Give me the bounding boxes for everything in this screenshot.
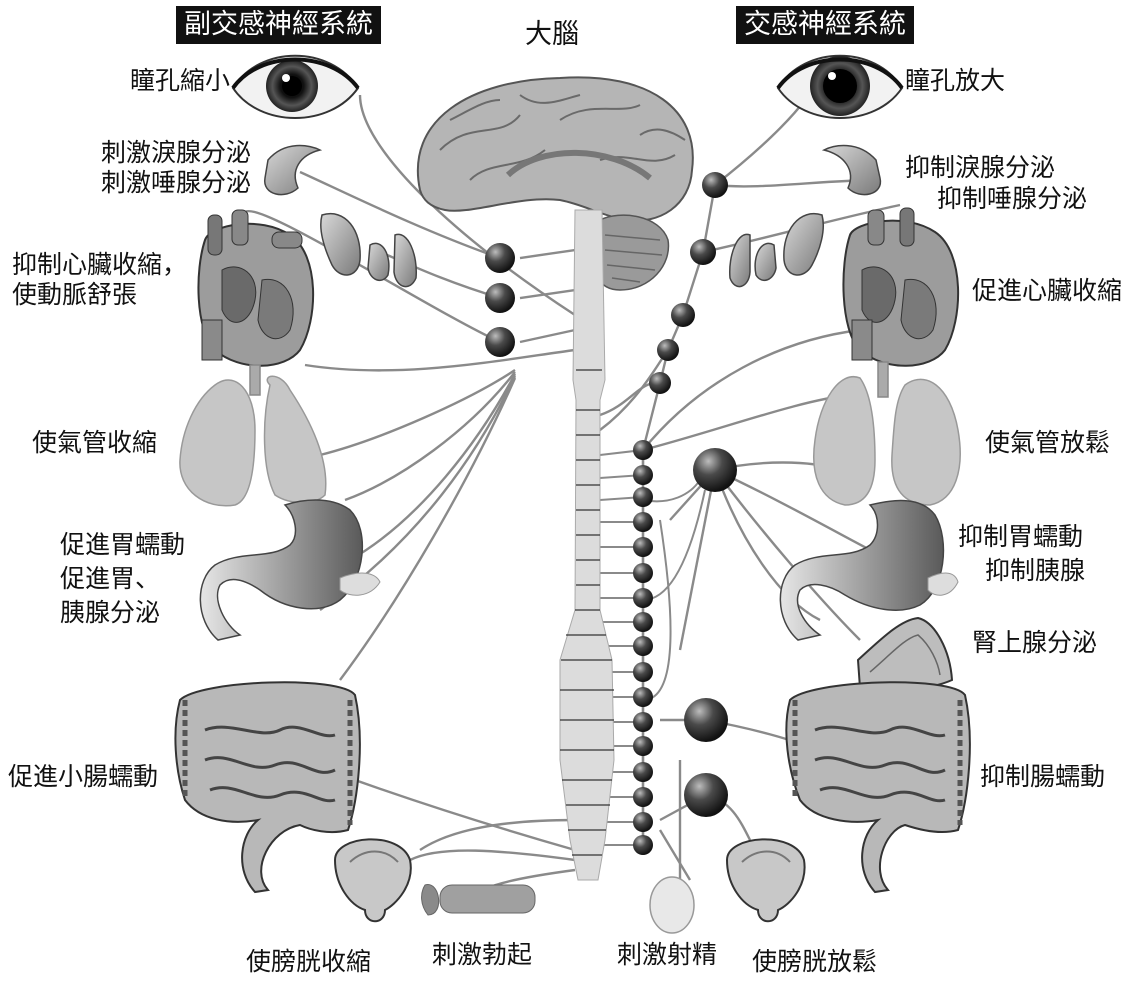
lungs-left (180, 365, 326, 506)
label-bladder-relax: 使膀胱放鬆 (752, 947, 877, 977)
eye-left (233, 56, 358, 118)
label-pupil-constrict: 瞳孔縮小 (130, 66, 230, 96)
label-stomach-promote-3: 胰腺分泌 (60, 598, 160, 628)
intestines-right (786, 682, 969, 892)
label-stomach-inhibit-2: 抑制胰腺 (985, 556, 1085, 586)
label-heart-inhibit-2: 使動脈舒張 (12, 280, 137, 310)
salivary-glands-right (730, 214, 824, 287)
heart-left (198, 210, 313, 366)
heart-right (843, 208, 958, 366)
label-pupil-dilate: 瞳孔放大 (905, 66, 1005, 96)
bladder-left (335, 839, 411, 921)
parasympathetic-header: 副交感神經系統 (176, 6, 381, 44)
brain (418, 77, 693, 290)
stomach-left (200, 500, 380, 640)
penis (422, 885, 535, 915)
brain-label: 大腦 (525, 20, 579, 50)
adrenal-gland (858, 618, 952, 690)
label-stomach-promote-2: 促進胃、 (60, 564, 160, 594)
intestines-left (175, 682, 359, 892)
label-tear-stimulate: 刺激淚腺分泌 (101, 138, 251, 168)
label-intestine-promote: 促進小腸蠕動 (8, 762, 158, 792)
stomach-right (780, 501, 958, 640)
sympathetic-header: 交感神經系統 (736, 6, 914, 44)
lacrimal-gland-left (265, 146, 320, 195)
salivary-glands-left (321, 214, 416, 287)
sympathetic-chain-ganglia (633, 440, 653, 855)
ganglia-parasympathetic (485, 243, 515, 357)
label-adrenal-secrete: 腎上腺分泌 (972, 628, 1097, 658)
label-heart-promote: 促進心臟收縮 (972, 276, 1122, 306)
label-saliva-inhibit: 抑制唾腺分泌 (937, 184, 1087, 214)
lungs-right (814, 362, 960, 505)
label-stomach-promote-1: 促進胃蠕動 (60, 530, 185, 560)
label-heart-inhibit-1: 抑制心臟收縮， (12, 250, 187, 280)
bladder-right (727, 839, 805, 921)
label-stomach-inhibit-1: 抑制胃蠕動 (958, 522, 1083, 552)
label-ejaculation: 刺激射精 (617, 940, 717, 970)
label-intestine-inhibit: 抑制腸蠕動 (980, 762, 1105, 792)
testis (650, 877, 694, 933)
label-bronchi-relax: 使氣管放鬆 (985, 428, 1110, 458)
label-tear-inhibit: 抑制淚腺分泌 (905, 153, 1055, 183)
lacrimal-gland-right (824, 146, 880, 195)
label-bladder-contract: 使膀胱收縮 (246, 947, 371, 977)
label-erection: 刺激勃起 (432, 940, 532, 970)
label-bronchi-constrict: 使氣管收縮 (32, 428, 157, 458)
label-saliva-stimulate: 刺激唾腺分泌 (101, 168, 251, 198)
